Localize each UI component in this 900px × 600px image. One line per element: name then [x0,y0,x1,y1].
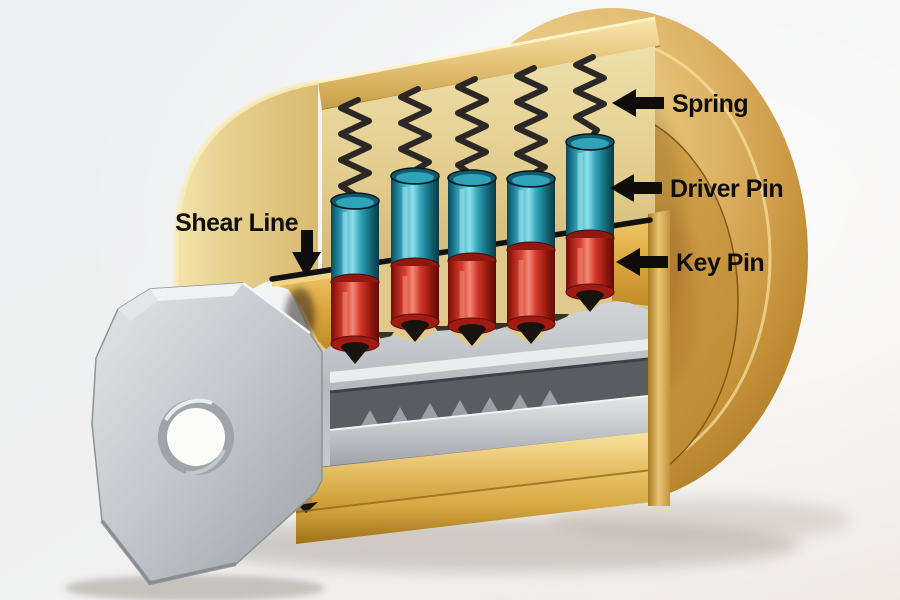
shear-line-label: Shear Line [175,209,298,237]
driver-pin-1 [331,201,379,282]
key-pin-2 [391,266,439,322]
spring-coil-2 [398,86,432,175]
shear-line-arrow-icon [292,230,321,277]
key-blade [321,301,649,470]
driver-pin-5 [566,142,614,238]
pin-tip-5 [576,295,604,312]
key-head [91,281,323,586]
housing-bottom-bar [296,470,652,544]
key-pin-1 [331,282,379,344]
key-pin-5 [566,238,614,292]
spring-coil-4 [514,65,548,179]
key-hole [167,408,225,466]
driver-pin-label: Driver Pin [670,175,783,203]
spring-coil-1 [338,97,372,199]
spring-coil-5 [573,54,607,142]
key-pin-label: Key Pin [676,249,764,277]
spring-label: Spring [672,90,748,118]
pin-stack-4 [506,170,556,344]
springs [338,54,607,199]
annotations: Shear Line Spring Driver Pin Key Pin [175,89,784,277]
spring-coil-3 [455,76,489,178]
plug-left-block-top [272,270,338,287]
pin-stack-1 [330,192,380,364]
driver-pin-3 [448,178,496,261]
housing-cut-face [173,79,319,300]
blade-milling-highlight [330,339,648,383]
pin-stack-5 [565,133,615,312]
blade-milled-channel [330,359,648,430]
plug-front-rim [648,210,670,506]
pin-stack-3 [447,169,497,346]
driver-pin-2 [391,176,439,266]
spring-arrow-icon [612,89,664,117]
pin-stacks [330,133,615,364]
pin-tip-4 [517,327,545,344]
key-pin-3 [448,261,496,326]
driver-pin-arrow-icon [610,174,662,202]
key-pin-4 [507,250,555,324]
key-pin-arrow-icon [616,248,668,276]
pin-tip-3 [458,329,486,346]
pin-stack-2 [390,167,440,342]
pin-tip-2 [401,325,429,342]
key-head-corner-bevel [118,289,158,321]
blade-serrations [361,390,559,426]
pin-tip-1 [341,347,369,364]
blade-lower-lip [330,396,648,468]
key-head-top-bevel [150,283,243,301]
plug-bottom-bar [296,432,652,512]
driver-pin-4 [507,179,555,250]
bar-gap-notch [298,502,318,513]
